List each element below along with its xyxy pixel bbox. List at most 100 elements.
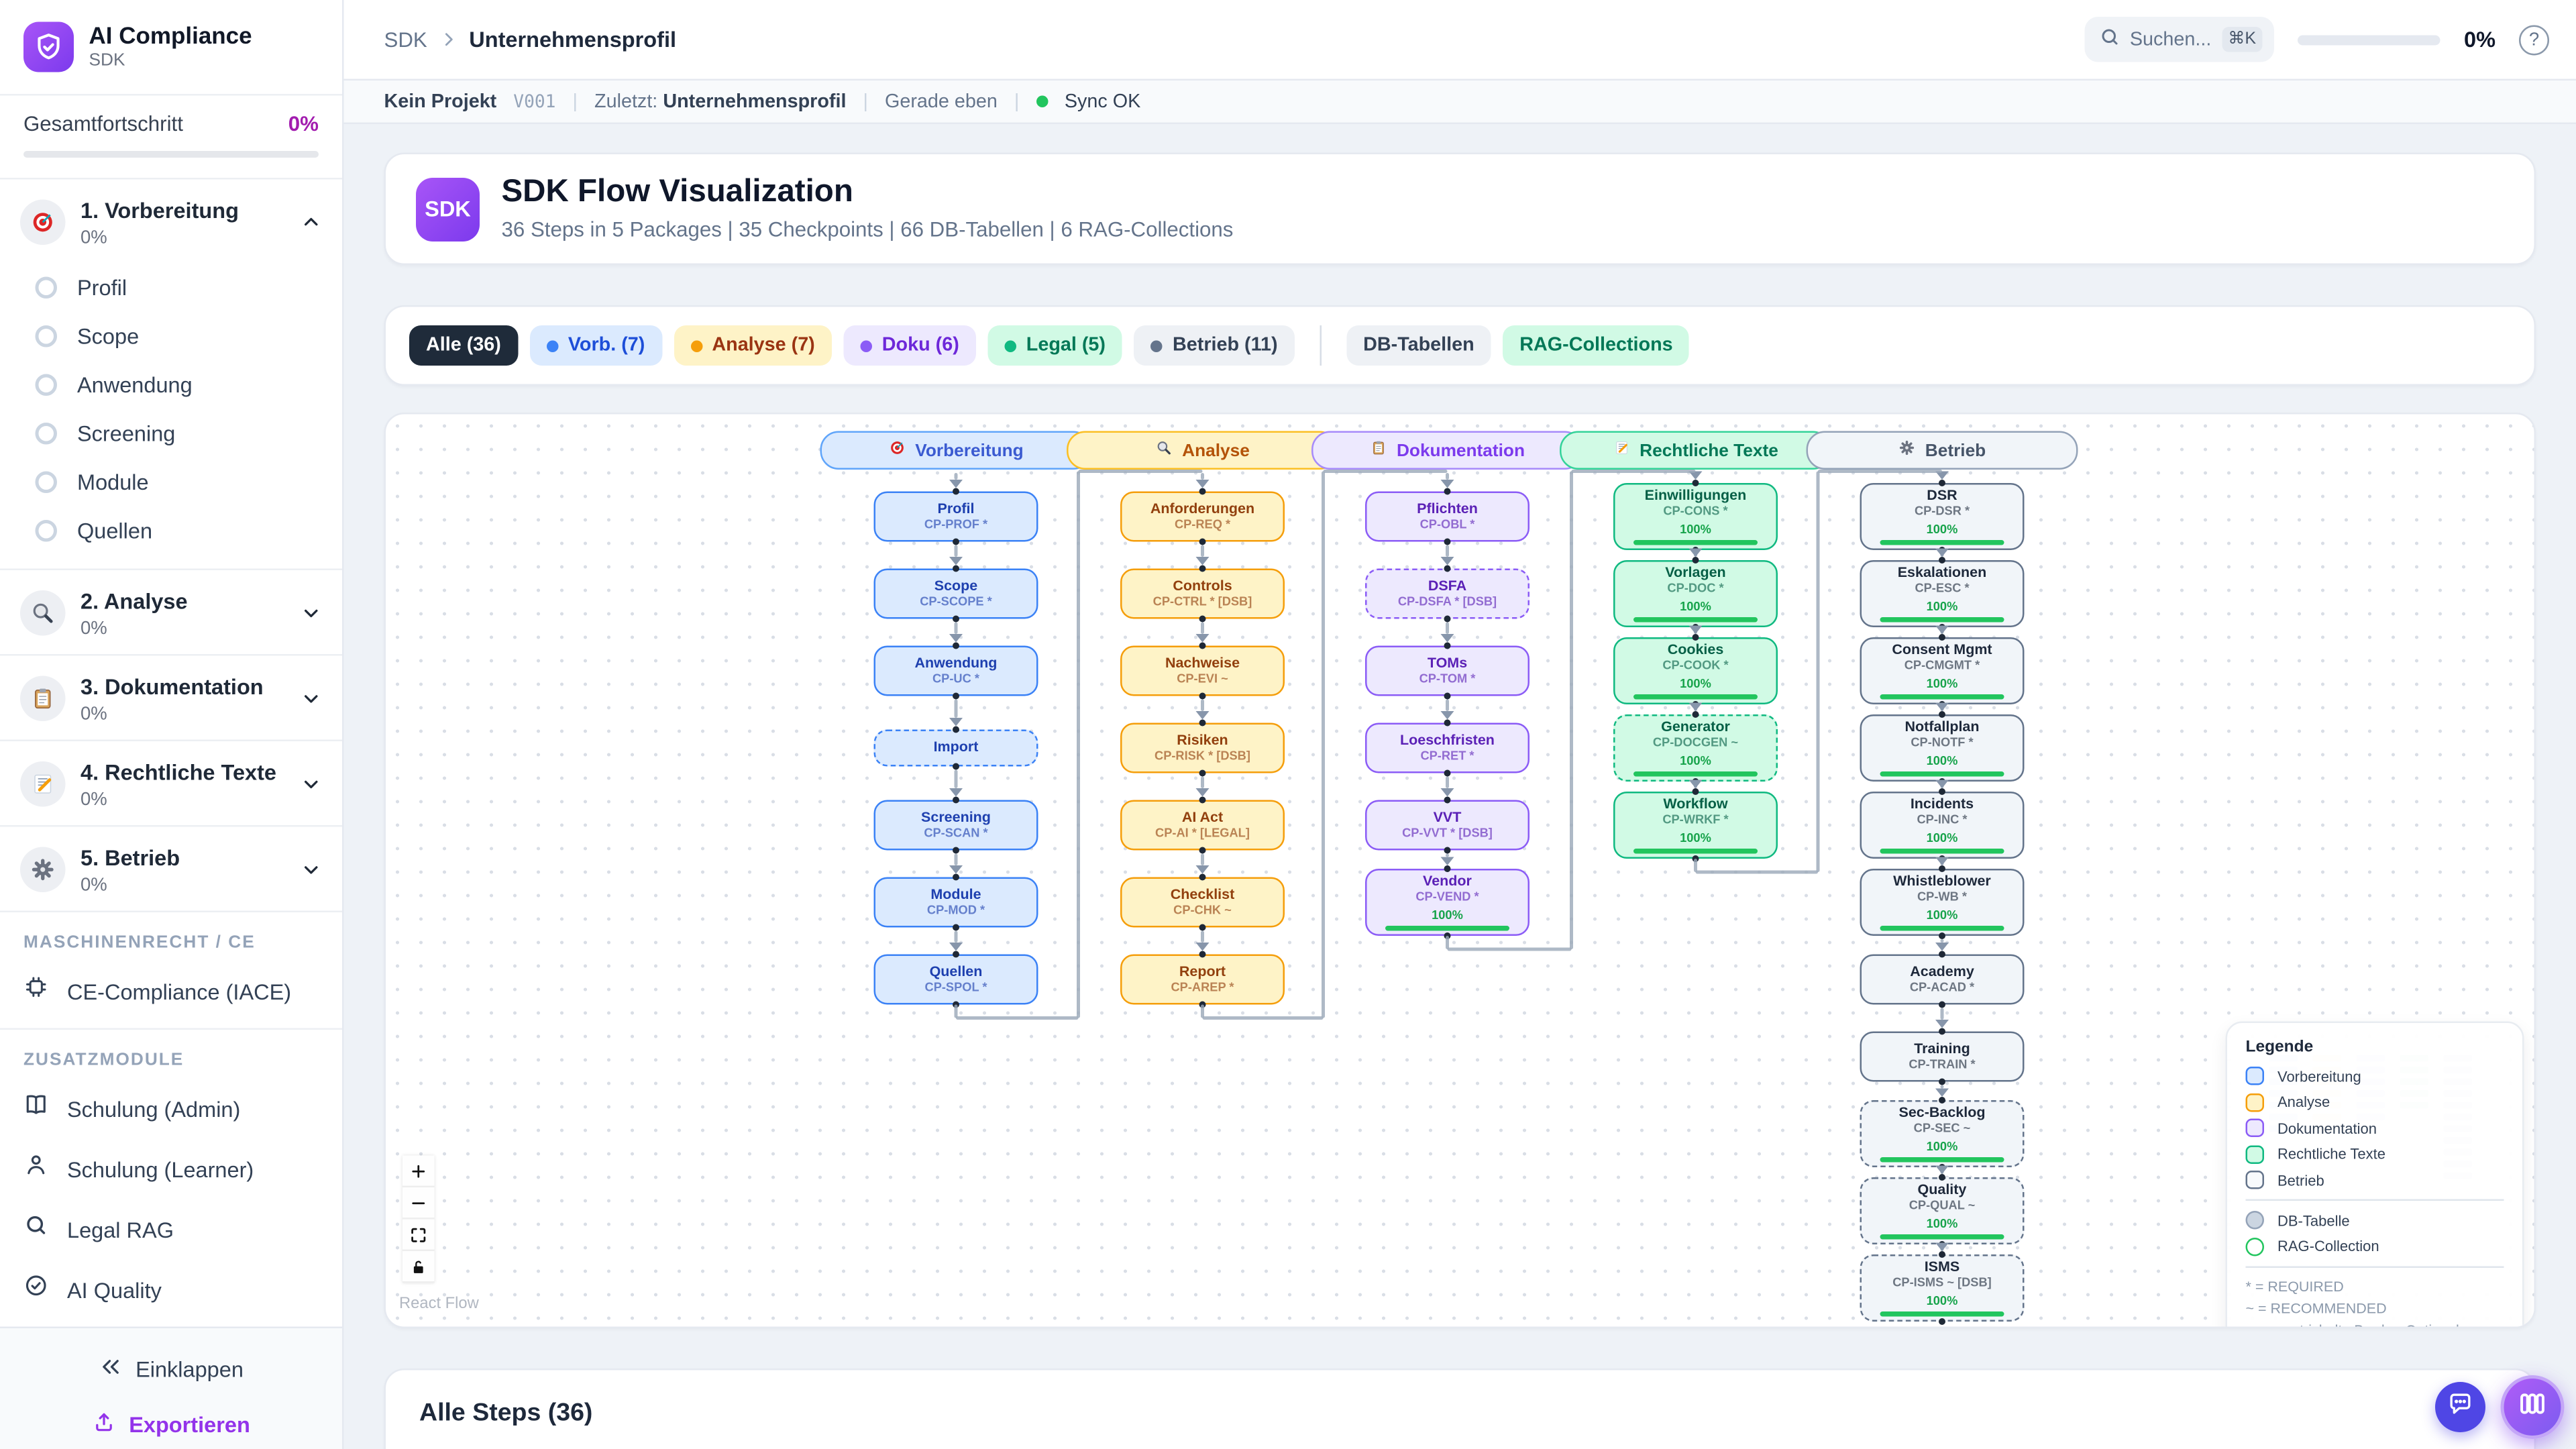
node-progress-bar [1880, 1234, 2004, 1240]
search-input[interactable]: Suchen... ⌘K [2084, 17, 2275, 62]
zoom-out-button[interactable] [402, 1187, 435, 1220]
flow-node-import[interactable]: Import [873, 726, 1038, 770]
node-checkpoint-code: CP-VEND * [1415, 888, 1479, 904]
filter-pill-vorb-7-[interactable]: Vorb. (7) [529, 325, 662, 366]
package-header-dokumentation[interactable]: Dokumentation [1311, 431, 1583, 470]
sidebar-item-schulung-learner-[interactable]: Schulung (Learner) [0, 1139, 342, 1199]
filter-pill-legal-5-[interactable]: Legal (5) [987, 325, 1123, 366]
flow-edge [1695, 870, 1818, 874]
filter-pill-doku-6-[interactable]: Doku (6) [843, 325, 976, 366]
sidebar-step-anwendung[interactable]: Anwendung [0, 361, 342, 410]
chat-button[interactable] [2435, 1382, 2485, 1432]
flow-edge-arrowhead [1935, 779, 1949, 788]
package-header-betrieb[interactable]: Betrieb [1806, 431, 2078, 470]
filter-pill-betrieb-11-[interactable]: Betrieb (11) [1134, 325, 1295, 366]
package-header-vorbereitung[interactable]: Vorbereitung [820, 431, 1092, 470]
item-label: AI Quality [67, 1277, 162, 1303]
sidebar-step-screening[interactable]: Screening [0, 409, 342, 458]
flow-edge [1201, 545, 1204, 557]
kanban-view-button[interactable] [2500, 1375, 2565, 1439]
filter-pill-db-tabellen[interactable]: DB-Tabellen [1346, 325, 1491, 366]
overall-progress-value: 0% [288, 112, 319, 136]
legend-swatch [2245, 1067, 2264, 1085]
sidebar-item-ce-compliance-iace-[interactable]: CE-Compliance (IACE) [0, 961, 342, 1022]
sidebar-step-scope[interactable]: Scope [0, 312, 342, 361]
lock-toggle-button[interactable] [402, 1251, 435, 1283]
last-time: Gerade eben [884, 91, 998, 112]
sidebar-step-quellen[interactable]: Quellen [0, 506, 342, 555]
step-status-circle [35, 471, 57, 493]
phase-progress: 0% [80, 619, 107, 639]
filter-pill-rag-collections[interactable]: RAG-Collections [1503, 325, 1690, 366]
sidebar-item-legal-rag[interactable]: Legal RAG [0, 1199, 342, 1260]
page-subtitle: 36 Steps in 5 Packages | 35 Checkpoints … [501, 217, 1234, 241]
help-icon[interactable]: ? [2519, 24, 2549, 55]
sidebar-item-schulung-admin-[interactable]: Schulung (Admin) [0, 1079, 342, 1139]
breadcrumb-root[interactable]: SDK [384, 28, 427, 52]
category-dot [546, 339, 558, 352]
sidebar-step-profil[interactable]: Profil [0, 264, 342, 313]
node-progress-value: 100% [1926, 599, 1958, 614]
filter-pill-alle-36-[interactable]: Alle (36) [409, 325, 518, 366]
package-header-analyse[interactable]: Analyse [1067, 431, 1338, 470]
check-circle-icon [23, 1273, 49, 1307]
pill-label: Vorb. (7) [568, 335, 645, 356]
filter-pill-analyse-7-[interactable]: Analyse (7) [673, 325, 832, 366]
reactflow-attribution[interactable]: React Flow [399, 1295, 479, 1313]
package-header-rechtliche-texte[interactable]: Rechtliche Texte [1560, 431, 1831, 470]
flow-edge [1694, 859, 1697, 872]
flow-edge [954, 622, 958, 634]
export-button[interactable]: Exportieren [0, 1397, 342, 1449]
collapse-sidebar-button[interactable]: Einklappen [0, 1342, 342, 1397]
zoom-in-button[interactable] [402, 1155, 435, 1187]
sidebar-item-ai-quality[interactable]: AI Quality [0, 1260, 342, 1320]
sidebar-step-module[interactable]: Module [0, 458, 342, 507]
app-title: AI Compliance [89, 21, 252, 48]
app-logo-block[interactable]: AI Compliance SDK [0, 0, 342, 94]
fit-view-button[interactable] [402, 1219, 435, 1251]
chevron-right-icon [439, 30, 458, 49]
